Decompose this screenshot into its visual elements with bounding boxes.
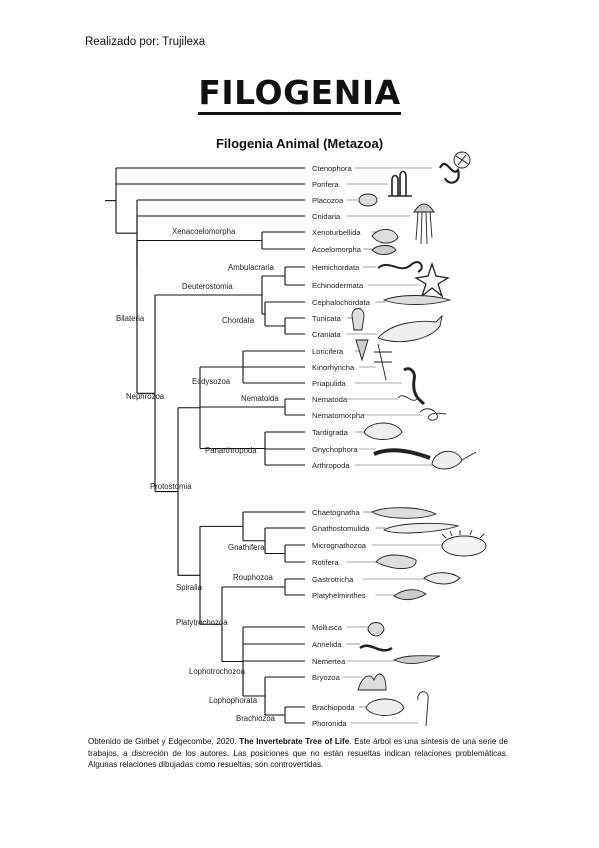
taxon-label: Loricifera <box>312 347 344 356</box>
jellyfish-illustration <box>413 203 435 245</box>
taxon-label: Nematoda <box>312 395 348 404</box>
placozoan-illustration <box>358 193 378 207</box>
page-title: FILOGENIA <box>0 73 599 115</box>
diagram-subtitle: Filogenia Animal (Metazoa) <box>215 136 384 151</box>
clade-label-deuterostomia: Deuterostomia <box>182 282 233 291</box>
caption-book-title: The Invertebrate Tree of Life <box>239 737 350 746</box>
taxon-label: Gastrotricha <box>312 575 354 584</box>
clade-label-chordata: Chordata <box>222 316 255 325</box>
taxon-label: Echinodermata <box>312 281 364 290</box>
clade-label-ecdysozoa: Ecdysozoa <box>192 377 231 386</box>
gnathostomulid-illustration <box>382 522 460 534</box>
horseshoe-crab-illustration <box>431 450 477 470</box>
phoronid-illustration <box>417 691 429 727</box>
clade-label-platytrochozoa: Platytrochozoa <box>176 618 228 627</box>
caption-lead: Obtenido de Giribet y Edgecombe, 2020. <box>88 737 240 746</box>
taxon-label: Placozoa <box>312 196 344 205</box>
taxon-label: Kinorhyncha <box>312 363 355 372</box>
snail-illustration <box>367 622 385 637</box>
planarian-illustration <box>393 589 427 601</box>
brachiopod-illustration <box>365 698 405 716</box>
taxon-label: Bryozoa <box>312 673 341 682</box>
taxon-label: Xenoturbellida <box>312 228 361 237</box>
acoel-illustration <box>371 245 397 255</box>
clade-label-ambulacraria: Ambulacraria <box>228 263 275 272</box>
clade-label-spiralia: Spiralia <box>176 583 203 592</box>
taxon-label: Porifera <box>312 180 339 189</box>
ribbon-worm-illustration <box>392 655 441 664</box>
taxon-label: Annelida <box>312 640 342 649</box>
arrow-worm-illustration <box>370 507 438 519</box>
taxon-label: Cephalochordata <box>312 298 371 307</box>
taxon-label: Arthropoda <box>312 461 350 470</box>
taxon-label: Nematomorpha <box>312 411 365 420</box>
leader-lines <box>342 167 444 724</box>
starfish-illustration <box>414 261 450 298</box>
taxon-label: Ctenophora <box>312 164 352 173</box>
whale-illustration <box>377 314 443 343</box>
taxon-label: Craniata <box>312 330 341 339</box>
taxon-label: Tunicata <box>312 314 342 323</box>
organism-illustrations <box>351 151 487 727</box>
rotifer-illustration <box>375 554 417 569</box>
clade-label-lophotrochozoa: Lophotrochozoa <box>189 667 246 676</box>
page-title-text: FILOGENIA <box>198 73 401 115</box>
clade-labels: XenacoelomorphaAmbulacrariaDeuterostomia… <box>116 227 279 723</box>
author-credit: Realizado por: Trujilexa <box>85 36 206 48</box>
taxa-labels: CtenophoraPoriferaPlacozoaCnidariaXenotu… <box>312 164 371 728</box>
source-caption: Obtenido de Giribet y Edgecombe, 2020. T… <box>88 736 508 771</box>
caption-body: . Este árbol es una síntesis de una seri… <box>88 737 508 770</box>
nematode-illustration <box>397 395 419 401</box>
tardigrade-illustration <box>363 422 403 440</box>
clade-label-nematoida: Nematoida <box>241 394 279 403</box>
clade-label-protostomia: Protostomia <box>150 482 192 491</box>
taxon-label: Mollusca <box>312 623 343 632</box>
micrognathozoan-illustration <box>441 529 487 557</box>
worm-illustration <box>439 162 460 184</box>
clade-label-xenacoelomorpha: Xenacoelomorpha <box>172 227 236 236</box>
taxon-label: Acoelomorpha <box>312 245 362 254</box>
taxon-label: Cnidaria <box>312 212 341 221</box>
taxon-label: Phoronida <box>312 719 347 728</box>
sponge-illustration <box>388 170 412 197</box>
clade-label-bilateria: Bilateria <box>116 314 145 323</box>
gastrotrich-illustration <box>423 572 461 585</box>
taxon-label: Chaetognatha <box>312 508 360 517</box>
taxon-label: Onychophora <box>312 445 358 454</box>
nematomorph-illustration <box>419 408 447 421</box>
clade-label-brachiozoa: Brachiozoa <box>236 714 276 723</box>
taxon-label: Tardigrada <box>312 428 349 437</box>
clade-label-panarthropoda: Panarthropoda <box>205 446 257 455</box>
taxon-label: Rotifera <box>312 558 339 567</box>
taxon-label: Platyhelminthes <box>312 591 366 600</box>
lancelet-illustration <box>382 295 452 305</box>
clade-label-lophophorata: Lophophorata <box>209 696 258 705</box>
bryozoan-illustration <box>357 673 387 691</box>
taxon-label: Micrognathozoa <box>312 541 367 550</box>
clade-label-rouphozoa: Rouphozoa <box>233 573 274 582</box>
velvet-worm-illustration <box>373 448 431 460</box>
kinorhynch-illustration <box>374 343 392 381</box>
clade-label-nephrozoa: Nephrozoa <box>126 392 165 401</box>
taxon-label: Gnathostomulida <box>312 524 370 533</box>
annelid-illustration <box>359 644 393 652</box>
ctenophore-illustration <box>453 151 471 169</box>
priapulid-illustration <box>403 367 426 406</box>
clade-label-gnathifera: Gnathifera <box>228 543 265 552</box>
tree-edges <box>105 167 305 724</box>
taxon-label: Hemichordata <box>312 263 360 272</box>
acorn-worm-illustration <box>377 261 423 273</box>
taxon-label: Nemertea <box>312 657 346 666</box>
taxon-label: Brachiopoda <box>312 703 355 712</box>
tunicate-illustration <box>351 308 365 331</box>
loriciferan-illustration <box>355 339 369 362</box>
taxon-label: Priapulida <box>312 379 347 388</box>
xenoturbellid-illustration <box>371 229 399 244</box>
